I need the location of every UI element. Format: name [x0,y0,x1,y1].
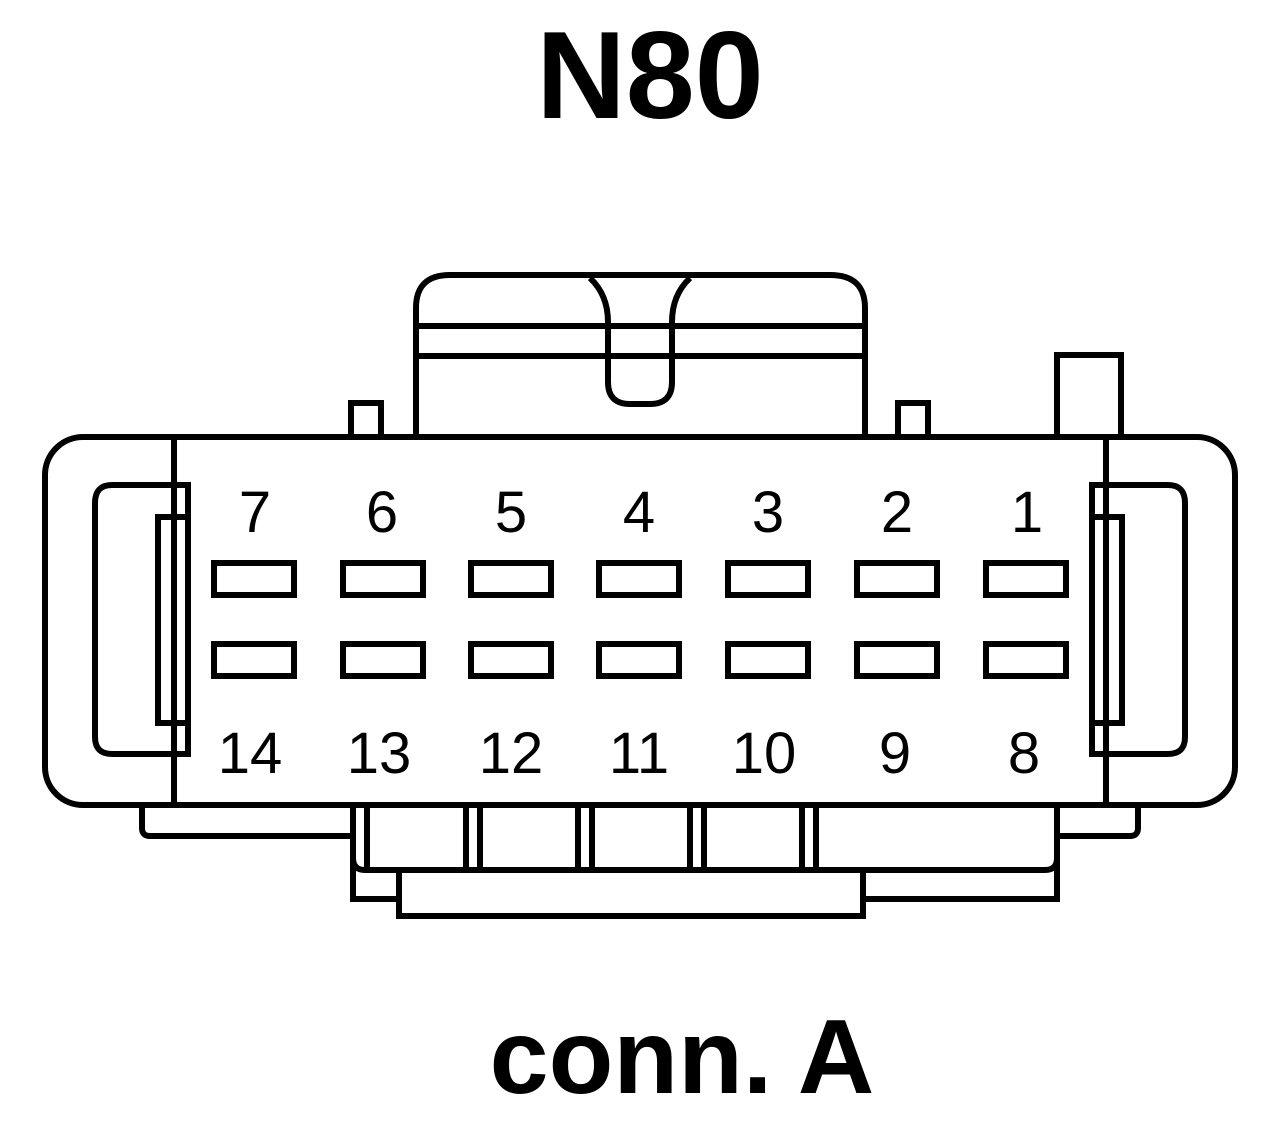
pin-cavity [340,560,426,598]
pin-cavity [211,560,297,598]
pin-cavity [596,641,682,679]
pin-label: 13 [347,721,412,786]
pin-cavity [211,641,297,679]
pin-label: 14 [218,721,283,786]
connector-subtitle: conn. A [490,998,875,1116]
pin-array: 7 6 5 4 3 2 1 14 13 12 11 10 9 8 [211,480,1069,786]
right-side-clip [1089,482,1188,757]
pin-cavity [596,560,682,598]
right-top-post [1054,352,1124,440]
pin-label: 5 [495,480,527,545]
pin-cavity [983,560,1069,598]
pin-cavity [340,641,426,679]
pin-label: 2 [881,480,913,545]
left-top-tab [348,400,384,440]
pin-cavity [725,560,811,598]
pin-label: 1 [1011,480,1043,545]
pin-label: 8 [1008,721,1040,786]
pin-cavity [854,560,940,598]
left-side-clip [92,482,191,757]
pin-label: 9 [879,721,911,786]
pin-cavity [983,641,1069,679]
bottom-housing [139,802,1141,919]
pin-label: 11 [609,721,669,786]
pin-label: 7 [239,480,271,545]
connector-title: N80 [536,7,763,145]
pin-cavity [854,641,940,679]
pin-label: 10 [732,721,797,786]
top-latch [413,272,868,437]
pin-cavity [468,560,554,598]
pin-label: 3 [752,480,784,545]
pin-label: 4 [623,480,655,545]
connector-body [42,434,1238,808]
pin-label: 6 [366,480,398,545]
pin-label: 12 [479,721,544,786]
right-top-tab [895,400,931,440]
pin-cavity [725,641,811,679]
pin-cavity [468,641,554,679]
